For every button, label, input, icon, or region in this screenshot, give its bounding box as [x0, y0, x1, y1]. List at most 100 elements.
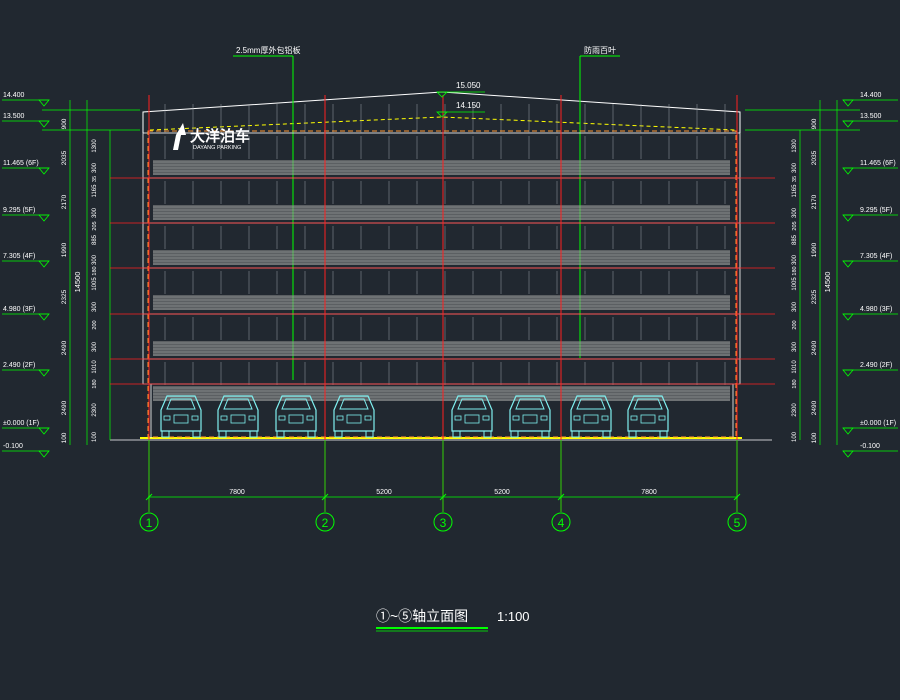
svg-text:900: 900	[61, 118, 68, 129]
elevation-label: 4.980 (3F)	[3, 306, 35, 313]
elevation-triangle	[38, 427, 50, 435]
svg-text:5200: 5200	[494, 489, 510, 496]
car-windshield	[576, 398, 606, 410]
svg-text:205: 205	[92, 221, 98, 230]
bay-tick	[321, 493, 329, 501]
car-headlight-right	[248, 415, 256, 421]
car-wheel-right	[483, 430, 492, 438]
car-headlight-left	[278, 415, 286, 421]
axis-bubble-5: 5	[727, 512, 747, 532]
elevation-marker-left-2: 11.465 (6F)	[2, 160, 50, 175]
svg-text:1990: 1990	[61, 242, 68, 257]
svg-text:2035: 2035	[811, 150, 818, 165]
elevation-triangle	[38, 313, 50, 321]
car-7	[570, 395, 612, 438]
car-wheel-right	[659, 430, 668, 438]
story-dims-left: 900 2035 2170 1990 2325 2490 2490 100	[61, 118, 68, 443]
svg-text:1165: 1165	[792, 184, 798, 198]
elevation-triangle	[38, 214, 50, 222]
svg-text:300: 300	[792, 207, 798, 218]
svg-text:100: 100	[811, 432, 818, 443]
svg-text:2490: 2490	[811, 400, 818, 415]
svg-text:205: 205	[792, 221, 798, 230]
car-wheel-left	[510, 430, 519, 438]
car-headlight-right	[540, 415, 548, 421]
car-1	[160, 395, 202, 438]
svg-text:300: 300	[92, 254, 98, 265]
total-height-right: 14500	[823, 272, 832, 293]
car-wheel-left	[161, 430, 170, 438]
car-wheel-left	[628, 430, 637, 438]
car-wheel-left	[452, 430, 461, 438]
svg-text:300: 300	[792, 341, 798, 352]
logo-text: 大洋泊车	[190, 127, 250, 145]
louver-strip	[153, 160, 730, 175]
svg-text:2170: 2170	[61, 194, 68, 209]
car-headlight-right	[482, 415, 490, 421]
car-headlight-left	[163, 415, 171, 421]
car-body	[570, 395, 612, 432]
ridge-lower: 14.150	[456, 101, 481, 110]
svg-text:2170: 2170	[811, 194, 818, 209]
svg-text:1300: 1300	[792, 139, 798, 153]
car-wheel-left	[218, 430, 227, 438]
slab-dims-right: 35 205 180 200 180	[792, 176, 798, 389]
elevation-label: 14.400	[860, 92, 882, 99]
elevation-label: 9.295 (5F)	[3, 207, 35, 214]
elevation-label: 4.980 (3F)	[860, 306, 892, 313]
elevation-triangle	[842, 313, 854, 321]
car-wheel-right	[602, 430, 611, 438]
car-headlight-left	[454, 415, 462, 421]
elevation-triangle	[38, 99, 50, 107]
elevation-marker-right-6: 2.490 (2F)	[842, 362, 898, 377]
svg-text:2300: 2300	[92, 403, 98, 417]
svg-text:200: 200	[792, 320, 798, 329]
svg-text:300: 300	[92, 162, 98, 173]
car-body	[275, 395, 317, 432]
svg-text:5200: 5200	[376, 489, 392, 496]
car-wheel-right	[192, 430, 201, 438]
floor-bands	[142, 104, 741, 438]
car-body	[627, 395, 669, 432]
cladding-callout: 2.5mm厚外包铝板	[236, 45, 300, 55]
logo-subtext: DAYANG PARKING	[193, 145, 241, 151]
svg-text:3: 3	[440, 516, 447, 530]
elevation-marker-left-7: ±0.000 (1F)	[2, 420, 50, 435]
car-windshield	[633, 398, 663, 410]
elevation-label: 2.490 (2F)	[3, 362, 35, 369]
svg-text:1300: 1300	[92, 139, 98, 153]
svg-text:7800: 7800	[229, 489, 245, 496]
car-headlight-left	[336, 415, 344, 421]
svg-text:35: 35	[792, 176, 798, 182]
elevation-label: 9.295 (5F)	[860, 207, 892, 214]
elevation-marker-left-8: -0.100	[2, 443, 50, 458]
svg-text:180: 180	[792, 379, 798, 388]
svg-text:5: 5	[734, 516, 741, 530]
elevation-marker-right-5: 4.980 (3F)	[842, 306, 898, 321]
svg-text:180: 180	[92, 379, 98, 388]
slab-dims-left: 35 205 180 200 180	[92, 176, 98, 389]
car-wheel-left	[334, 430, 343, 438]
svg-text:885: 885	[92, 234, 98, 245]
elevation-triangle	[38, 120, 50, 128]
elevation-marker-right-2: 11.465 (6F)	[842, 160, 898, 175]
story-dims-right: 900 2035 2170 1990 2325 2490 2490 100	[811, 118, 818, 443]
louver-strip	[153, 205, 730, 220]
car-wheel-right	[365, 430, 374, 438]
elevation-marker-left-1: 13.500	[2, 113, 50, 128]
svg-text:200: 200	[92, 320, 98, 329]
svg-text:300: 300	[792, 162, 798, 173]
car-body	[160, 395, 202, 432]
svg-text:300: 300	[792, 301, 798, 312]
car-headlight-left	[573, 415, 581, 421]
axis-bubble-1: 1	[139, 512, 159, 532]
louver-callout: 防雨百叶	[584, 45, 616, 55]
elevation-marker-left-0: 14.400	[2, 92, 50, 107]
car-windshield	[223, 398, 253, 410]
column-outline	[147, 130, 737, 438]
svg-text:7800: 7800	[641, 489, 657, 496]
svg-text:300: 300	[92, 341, 98, 352]
elevation-marker-right-4: 7.305 (4F)	[842, 253, 898, 268]
svg-text:2490: 2490	[811, 340, 818, 355]
svg-text:1990: 1990	[811, 242, 818, 257]
